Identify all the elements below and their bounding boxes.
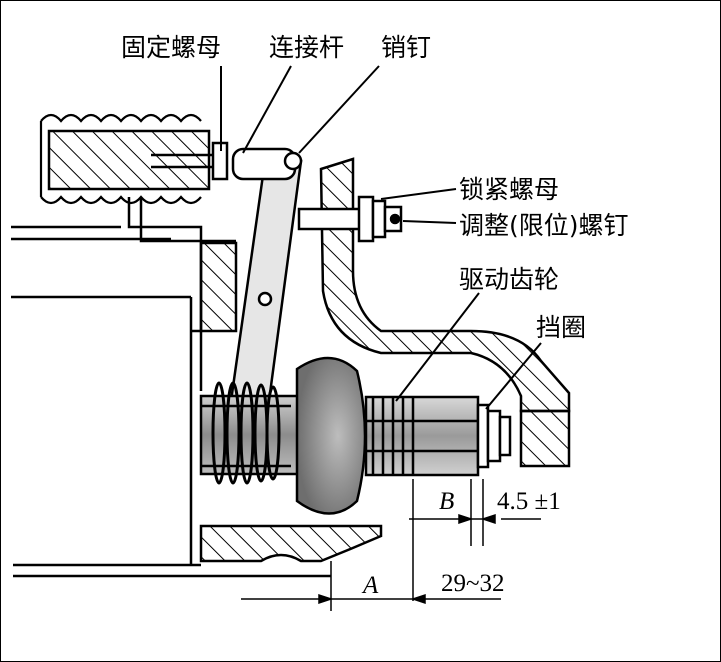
- retaining-ring: [476, 403, 512, 469]
- adjusting-screw: [297, 195, 403, 243]
- drive-housing: [319, 157, 571, 413]
- label-fixing-nut: 固定螺母: [121, 33, 222, 62]
- label-retaining-ring: 挡圈: [536, 313, 587, 342]
- housing-outline: [11, 197, 331, 578]
- label-lock-nut: 锁紧螺母: [459, 175, 560, 204]
- leader-lines: [220, 65, 542, 410]
- return-spring: [211, 381, 281, 485]
- label-adjusting-screw: 调整(限位)螺钉: [459, 211, 629, 240]
- frame-wall: [199, 241, 238, 333]
- housing-base: [199, 524, 383, 563]
- dimension-lines: [241, 479, 541, 605]
- drive-gear: [364, 395, 480, 477]
- label-pin: 销钉: [381, 33, 432, 62]
- solenoid-coil: [39, 113, 202, 205]
- shift-lever: [229, 147, 303, 403]
- dimension-b: B: [439, 488, 455, 515]
- label-connecting-rod: 连接杆: [269, 33, 345, 62]
- label-drive-gear: 驱动齿轮: [459, 265, 560, 294]
- dimension-a: A: [363, 572, 379, 599]
- pin: [283, 151, 303, 171]
- plunger: [47, 129, 211, 191]
- dimension-range: 29~32: [441, 570, 505, 597]
- clutch-hub: [295, 356, 367, 515]
- dimension-tolerance: 4.5 ±1: [497, 488, 561, 515]
